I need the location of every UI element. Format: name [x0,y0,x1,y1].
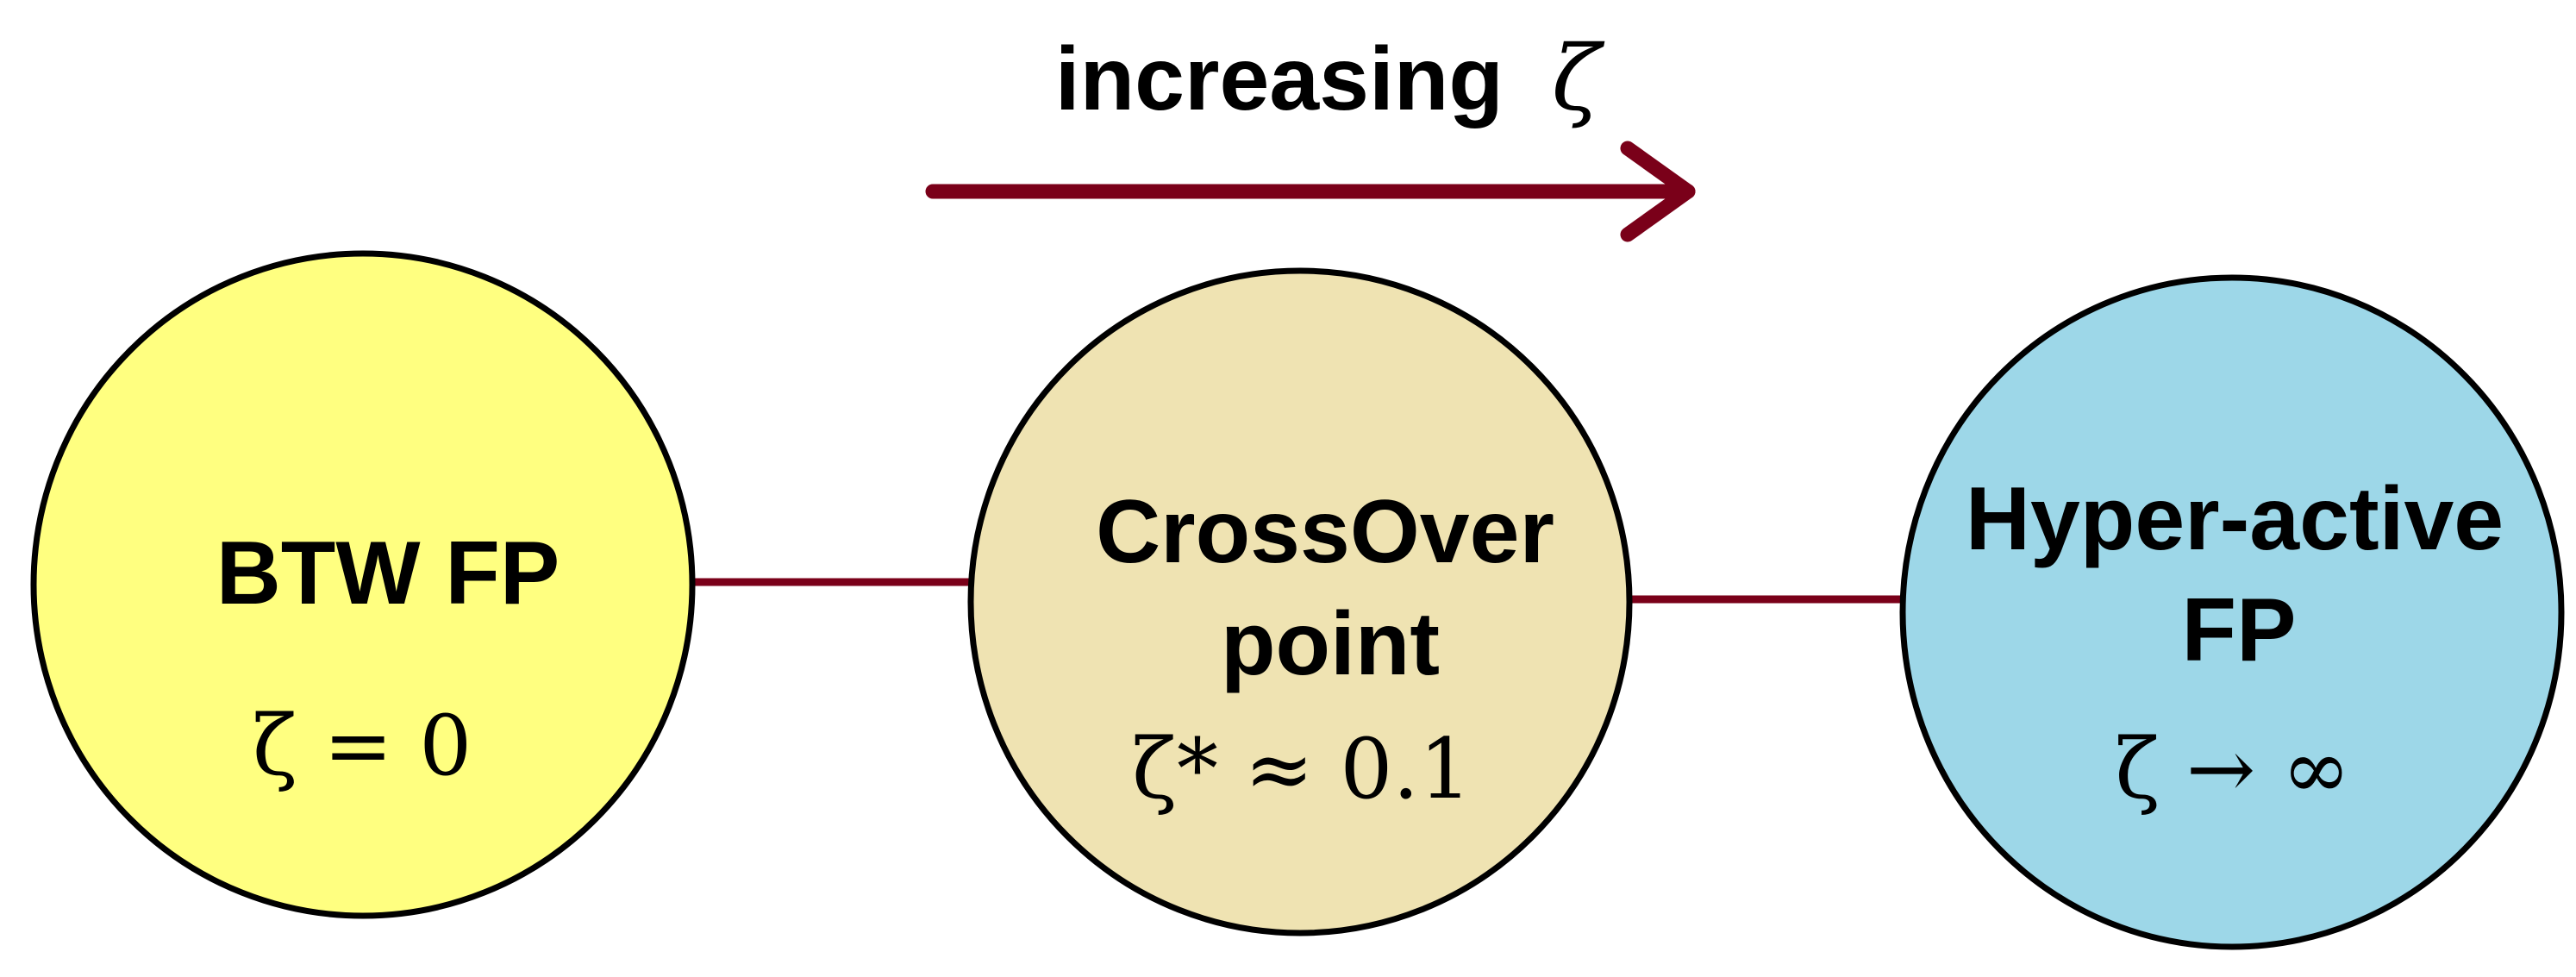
node-btw-fp: BTW FP ζ = 0 [30,250,696,919]
node-hyper-math: ζ → ∞ [2115,721,2350,817]
node-btw-math: ζ = 0 [253,698,472,794]
node-hyper-title-line2: FP [2182,580,2297,680]
node-crossover-title-line1: CrossOver [1096,482,1554,582]
node-crossover-point: CrossOver point ζ* ≈ 0.1 [967,267,1633,936]
node-crossover-circle [967,267,1633,936]
node-hyper-circle [1899,274,2565,950]
arrow-head [1620,141,1696,242]
node-btw-circle [30,250,696,919]
node-crossover-math: ζ* ≈ 0.1 [1132,721,1472,817]
header-label: increasing ζ [1055,26,1605,131]
direction-arrow [925,141,1696,242]
node-crossover-title-line2: point [1221,594,1440,694]
header-symbol: ζ [1552,26,1605,131]
node-hyper-active-fp: Hyper-active FP ζ → ∞ [1899,274,2565,950]
header-text: increasing [1055,29,1504,129]
node-hyper-title-line1: Hyper-active [1966,469,2504,569]
node-btw-title: BTW FP [216,523,560,623]
